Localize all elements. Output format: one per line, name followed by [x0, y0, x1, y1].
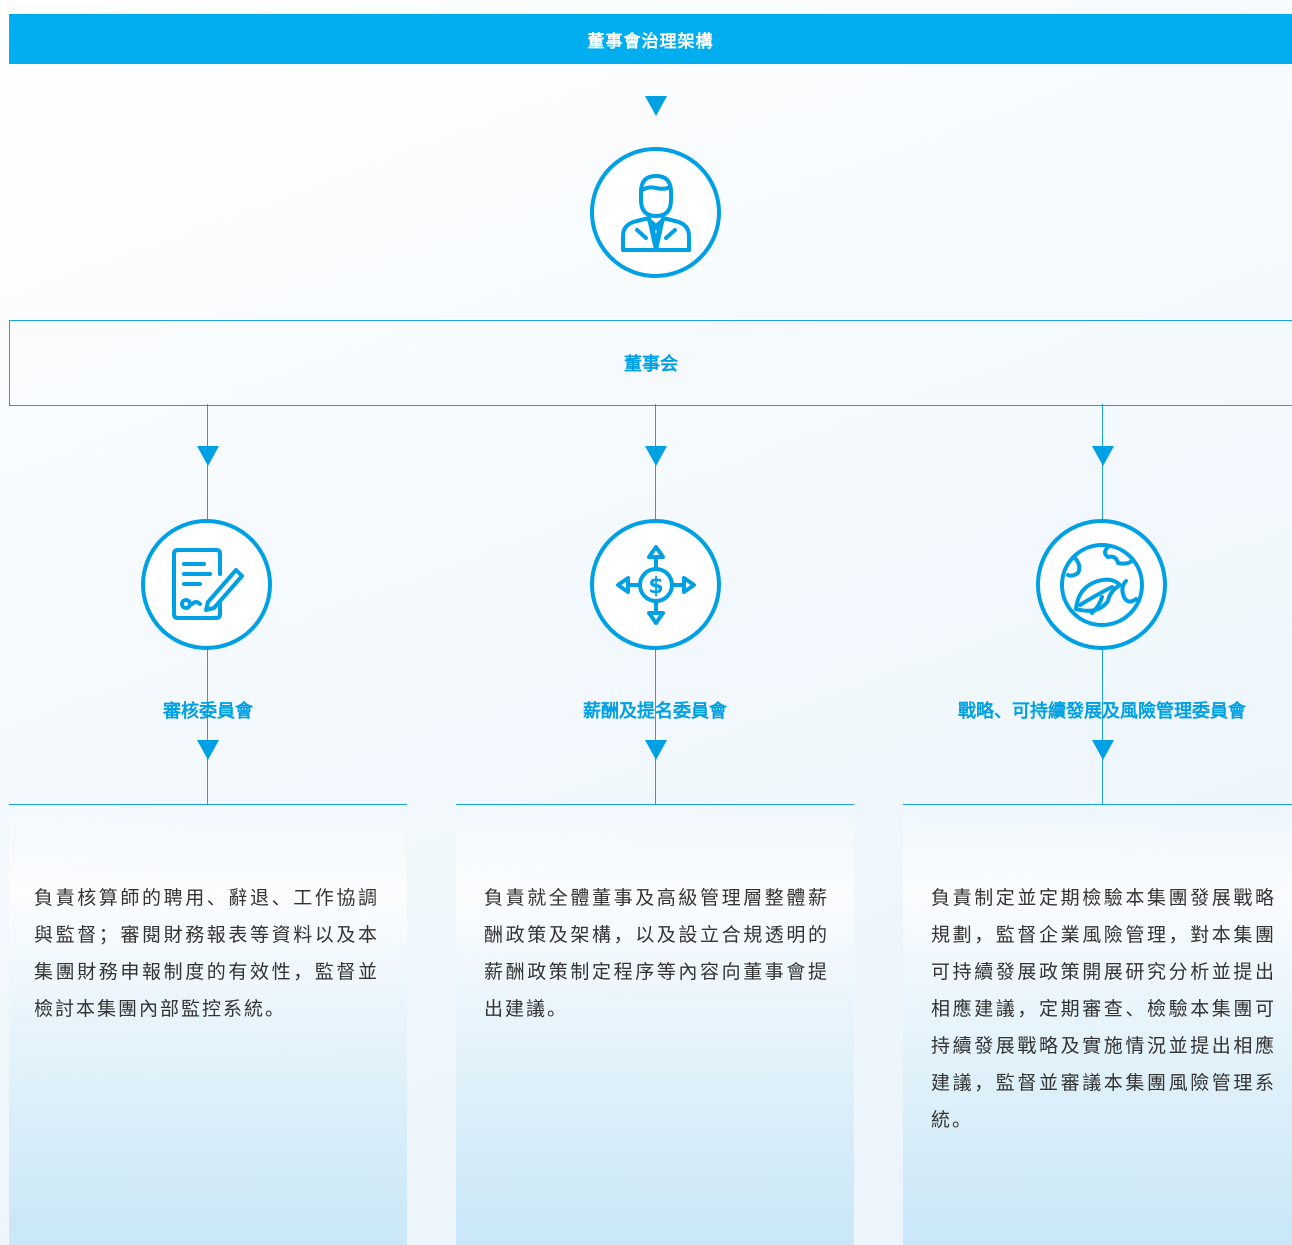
dollar-arrows-icon: $ — [615, 544, 696, 625]
board-icon-circle — [590, 147, 721, 278]
committee-icon-circle — [1036, 519, 1167, 650]
header-bar: 董事會治理架構 — [9, 14, 1292, 64]
arrow-down-icon — [197, 446, 219, 466]
divider — [456, 804, 854, 805]
committee-icon-circle: $ — [590, 519, 721, 650]
committee-card: 負責核算師的聘用、辭退、工作協調與監督；審閱財務報表等資料以及本集團財務申報制度… — [9, 805, 407, 1245]
arrow-down-icon — [197, 740, 219, 760]
divider — [903, 804, 1292, 805]
committee-name: 薪酬及提名委員會 — [583, 701, 727, 722]
committee-description: 負責就全體董事及高級管理層整體薪酬政策及架構，以及設立合規透明的薪酬政策制定程序… — [484, 887, 829, 1020]
arrow-down-icon — [645, 740, 667, 760]
globe-leaf-icon — [1059, 542, 1144, 627]
arrow-down-icon — [645, 96, 667, 116]
committee-icon-circle — [141, 519, 272, 650]
committee-name: 審核委員會 — [163, 701, 253, 722]
committee-name: 戰略、可持續發展及風險管理委員會 — [958, 701, 1246, 722]
arrow-down-icon — [645, 446, 667, 466]
svg-text:$: $ — [648, 574, 663, 599]
divider — [9, 804, 407, 805]
committee-description: 負責制定並定期檢驗本集團發展戰略規劃，監督企業風險管理，對本集團可持續發展政策開… — [931, 887, 1276, 1131]
committee-description: 負責核算師的聘用、辭退、工作協調與監督；審閱財務報表等資料以及本集團財務申報制度… — [34, 887, 379, 1020]
board-box: 董事会 — [9, 320, 1292, 406]
board-label: 董事会 — [624, 354, 678, 375]
document-sign-icon — [171, 547, 244, 620]
committee-card: 負責就全體董事及高級管理層整體薪酬政策及架構，以及設立合規透明的薪酬政策制定程序… — [456, 805, 854, 1245]
businessman-icon — [620, 173, 691, 252]
arrow-down-icon — [1092, 446, 1114, 466]
page-title: 董事會治理架構 — [587, 31, 714, 52]
committee-card: 負責制定並定期檢驗本集團發展戰略規劃，監督企業風險管理，對本集團可持續發展政策開… — [903, 805, 1292, 1245]
arrow-down-icon — [1092, 740, 1114, 760]
